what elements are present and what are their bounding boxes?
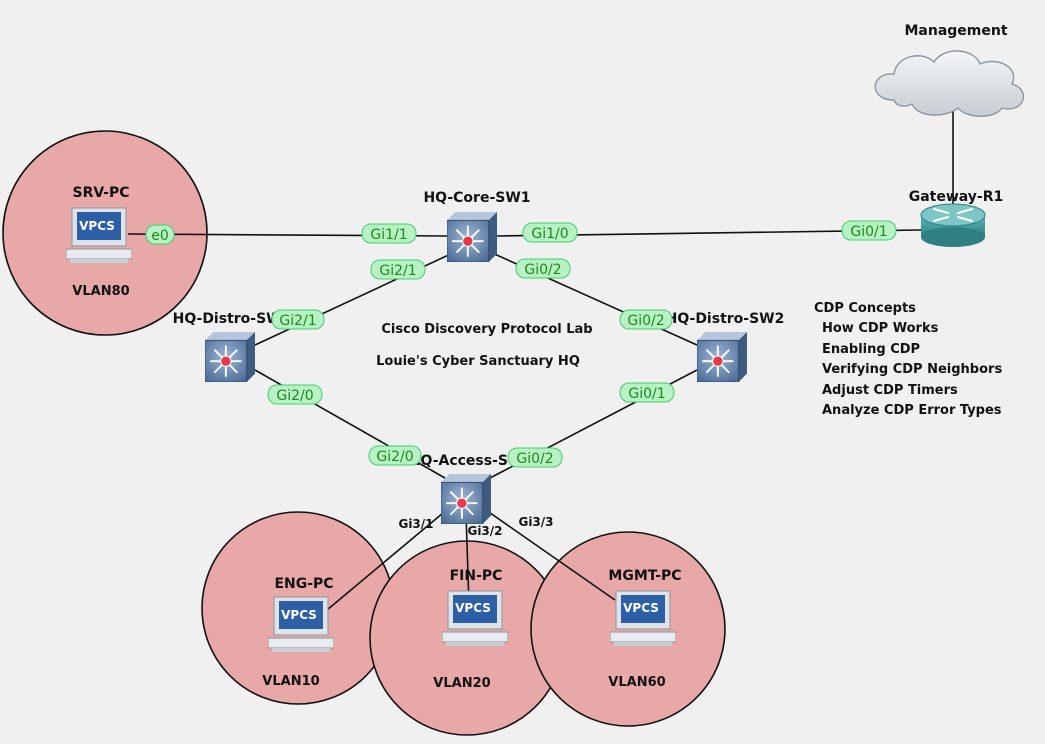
svg-text:Gi0/1: Gi0/1 bbox=[628, 386, 665, 402]
vlan20-label: VLAN20 bbox=[433, 676, 490, 691]
cdp-note-item: How CDP Works bbox=[822, 321, 939, 336]
vlan10-label: VLAN10 bbox=[262, 674, 319, 689]
mgmt-pc[interactable]: VPCS bbox=[610, 590, 676, 647]
svg-text:Gi0/1: Gi0/1 bbox=[850, 224, 887, 240]
eng-pc[interactable]: VPCS bbox=[268, 596, 334, 653]
vlan60-label: VLAN60 bbox=[608, 675, 665, 690]
cdp-notes: CDP Concepts How CDP Works Enabling CDP … bbox=[814, 301, 1002, 418]
core-switch-icon[interactable] bbox=[447, 212, 497, 262]
svg-text:Gi0/2: Gi0/2 bbox=[524, 262, 561, 278]
port-acc-gi31: Gi3/1 bbox=[398, 517, 433, 531]
svg-text:e0: e0 bbox=[151, 228, 169, 244]
port-d2-gi02: Gi0/2 bbox=[619, 309, 673, 330]
fin-pc[interactable]: VPCS bbox=[442, 590, 508, 647]
port-core-gi02: Gi0/2 bbox=[515, 258, 571, 279]
port-d2-gi01: Gi0/1 bbox=[619, 382, 675, 403]
link-access-mgmt[interactable] bbox=[482, 507, 616, 601]
management-cloud[interactable] bbox=[874, 50, 1025, 117]
port-srv-e0: e0 bbox=[145, 224, 175, 245]
distro2-switch-label: HQ-Distro-SW2 bbox=[666, 311, 785, 327]
svg-text:Gi2/1: Gi2/1 bbox=[379, 263, 416, 279]
cloud-label: Management bbox=[904, 23, 1007, 39]
svg-text:Gi2/0: Gi2/0 bbox=[376, 449, 413, 465]
svg-text:Gi0/2: Gi0/2 bbox=[516, 451, 553, 467]
router-label: Gateway-R1 bbox=[909, 189, 1004, 205]
port-acc-gi20: Gi2/0 bbox=[368, 445, 422, 466]
mgmt-pc-icon[interactable] bbox=[610, 590, 676, 647]
access-switch-icon[interactable] bbox=[441, 474, 491, 524]
port-acc-gi02: Gi0/2 bbox=[507, 447, 563, 468]
port-core-gi11: Gi1/1 bbox=[361, 223, 417, 244]
srv-pc[interactable]: VPCS bbox=[66, 207, 132, 264]
link-access-fin[interactable] bbox=[465, 513, 470, 606]
access-switch-label: HQ-Access-SW1 bbox=[409, 453, 533, 469]
lab-subtitle: Louie's Cyber Sanctuary HQ bbox=[376, 354, 580, 369]
svg-text:Gi1/0: Gi1/0 bbox=[531, 226, 568, 242]
port-core-gi10: Gi1/0 bbox=[522, 222, 578, 243]
gateway-router[interactable] bbox=[920, 203, 986, 247]
eng-pc-icon[interactable] bbox=[268, 596, 334, 653]
mgmt-pc-screen-text: VPCS bbox=[623, 601, 659, 615]
distro2-switch-icon[interactable] bbox=[697, 332, 747, 382]
mgmt-pc-label: MGMT-PC bbox=[608, 568, 681, 584]
eng-pc-label: ENG-PC bbox=[274, 576, 333, 592]
port-core-gi21: Gi2/1 bbox=[370, 259, 426, 280]
svg-text:Gi2/0: Gi2/0 bbox=[276, 388, 313, 404]
cdp-note-item: Enabling CDP bbox=[822, 342, 920, 357]
vlan80-label: VLAN80 bbox=[72, 284, 129, 299]
eng-pc-screen-text: VPCS bbox=[281, 608, 317, 622]
srv-pc-icon[interactable] bbox=[66, 207, 132, 264]
srv-pc-label: SRV-PC bbox=[72, 185, 129, 201]
fin-pc-screen-text: VPCS bbox=[455, 601, 491, 615]
distro1-switch-icon[interactable] bbox=[205, 332, 255, 382]
cdp-notes-heading: CDP Concepts bbox=[814, 301, 916, 316]
port-acc-gi33: Gi3/3 bbox=[518, 515, 553, 529]
port-d1-gi21: Gi2/1 bbox=[271, 309, 325, 330]
cdp-note-item: Analyze CDP Error Types bbox=[822, 403, 1002, 418]
cdp-note-item: Adjust CDP Timers bbox=[822, 383, 958, 398]
core-switch-label: HQ-Core-SW1 bbox=[423, 190, 530, 206]
port-r1-gi01: Gi0/1 bbox=[841, 220, 897, 241]
cdp-note-item: Verifying CDP Neighbors bbox=[822, 362, 1002, 377]
distro1-switch-label: HQ-Distro-SW1 bbox=[173, 311, 292, 327]
lab-title: Cisco Discovery Protocol Lab bbox=[381, 322, 592, 337]
fin-pc-label: FIN-PC bbox=[450, 568, 503, 584]
port-d1-gi20: Gi2/0 bbox=[267, 384, 323, 405]
svg-text:Gi2/1: Gi2/1 bbox=[279, 313, 316, 329]
fin-pc-icon[interactable] bbox=[442, 590, 508, 647]
port-acc-gi32: Gi3/2 bbox=[467, 524, 502, 538]
srv-pc-screen-text: VPCS bbox=[79, 219, 115, 233]
svg-text:Gi1/1: Gi1/1 bbox=[370, 227, 407, 243]
link-access-eng[interactable] bbox=[326, 507, 450, 611]
svg-text:Gi0/2: Gi0/2 bbox=[627, 313, 664, 329]
